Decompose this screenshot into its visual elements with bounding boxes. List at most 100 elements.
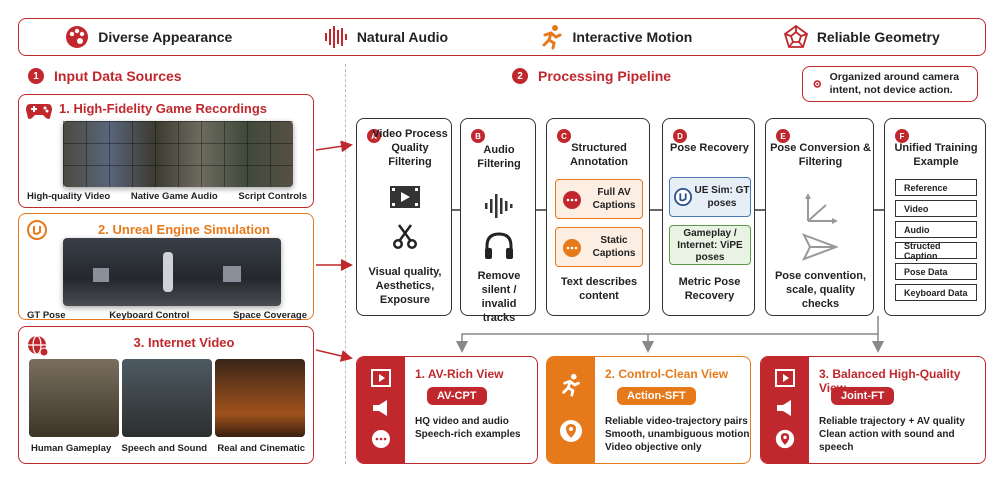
field-audio: Audio	[895, 221, 977, 238]
source-captions: GT Pose Keyboard Control Space Coverage	[27, 310, 307, 321]
banner-label: Diverse Appearance	[98, 29, 233, 45]
stage-desc: Metric Pose Recovery	[678, 276, 741, 302]
caption: Script Controls	[238, 191, 307, 202]
caption: Keyboard Control	[109, 310, 190, 321]
source-captions: High-quality Video Native Game Audio Scr…	[27, 191, 307, 202]
banner-label: Reliable Geometry	[816, 29, 940, 45]
field-caption: Structed Caption	[895, 241, 977, 261]
view-icon-strip	[357, 357, 405, 463]
view-line: Reliable trajectory + AV quality	[819, 416, 965, 427]
film-icon	[371, 369, 391, 387]
thumbnail-speech-sound	[122, 359, 212, 437]
source-internet-video: 3. Internet Video Human Gameplay Speech …	[18, 326, 314, 464]
target-icon	[813, 80, 822, 88]
stage-desc: Remove silent / invalid tracks	[477, 270, 521, 324]
view-line: Reliable video-trajectory pairs	[605, 416, 748, 427]
speech-bubble-icon	[372, 430, 390, 448]
location-pin-icon	[775, 429, 795, 449]
view-icon-strip	[547, 357, 595, 463]
stage-title: Audio Filtering	[477, 144, 521, 170]
stage-desc: Text describes content	[560, 276, 638, 302]
unreal-logo-icon	[674, 188, 692, 206]
caption: Speech and Sound	[121, 443, 208, 454]
camera-intent-note: Organized around camera intent, not devi…	[802, 66, 978, 102]
stage-d-pose-recovery: D Pose Recovery UE Sim: GT poses Gamepla…	[662, 118, 755, 316]
note-text: Organized around camera intent, not devi…	[829, 71, 960, 96]
megaphone-icon	[373, 400, 387, 416]
source-title: 2. Unreal Engine Simulation	[98, 222, 270, 237]
static-captions-box: Static Captions	[555, 227, 643, 267]
stage-title: Structured Annotation	[569, 142, 629, 168]
field-pose: Pose Data	[895, 263, 977, 280]
section-number: 2	[512, 68, 528, 84]
ue-sim-box: UE Sim: GT poses	[669, 177, 751, 217]
training-fields: Reference Video Audio Structed Caption P…	[895, 179, 977, 301]
gamepad-icon	[26, 104, 52, 119]
source-title: 3. Internet Video	[133, 335, 235, 350]
stage-desc: Visual quality, Aesthetics, Exposure	[368, 266, 442, 306]
caption: Native Game Audio	[130, 191, 218, 202]
source-title: 1. High-Fidelity Game Recordings	[59, 101, 268, 116]
pipeline-header: 2 Processing Pipeline	[512, 68, 671, 84]
thumbnail-human-gameplay	[29, 359, 119, 437]
pipeline-header-label: Processing Pipeline	[538, 68, 672, 84]
stage-a-video-filtering: A Video Process Quality Filtering Visual…	[356, 118, 452, 316]
thumbnail-real-cinematic	[215, 359, 305, 437]
waveform-icon	[485, 194, 513, 218]
stage-letter: E	[776, 129, 790, 143]
banner-label: Interactive Motion	[572, 29, 693, 45]
location-pin-icon	[560, 420, 582, 442]
stage-title: Pose Recovery	[670, 142, 749, 154]
vipe-poses-box: Gameplay / Internet: ViPE poses	[669, 225, 751, 265]
paper-plane-icon	[802, 233, 838, 261]
film-icon	[775, 369, 795, 387]
scissors-icon	[393, 224, 417, 249]
headphones-icon	[485, 232, 513, 259]
section-number: 1	[28, 68, 44, 84]
axes-icon	[805, 193, 838, 224]
stage-title: Video Process Quality Filtering	[372, 128, 448, 168]
full-av-captions-box: Full AV Captions	[555, 179, 643, 219]
stage-f-unified-example: F Unified Training Example Reference Vid…	[884, 118, 986, 316]
stage-title: Unified Training Example	[894, 142, 978, 168]
source-unreal-engine: 2. Unreal Engine Simulation GT Pose Keyb…	[18, 213, 314, 321]
speech-bubble-icon	[563, 239, 581, 257]
running-figure-icon	[562, 373, 580, 397]
palette-icon	[66, 26, 89, 48]
view-control-clean: 2. Control-Clean View Action-SFT Reliabl…	[546, 356, 751, 464]
stage-title: Pose Conversion & Filtering	[770, 142, 871, 168]
stage-letter: F	[895, 129, 909, 143]
running-figure-icon	[542, 25, 562, 50]
source-captions: Human Gameplay Speech and Sound Real and…	[31, 443, 305, 454]
sources-header-label: Input Data Sources	[54, 68, 182, 84]
view-balanced: 3. Balanced High-Quality View Joint-FT R…	[760, 356, 986, 464]
stage-b-audio-filtering: B Audio Filtering Remove silent / invali…	[460, 118, 536, 324]
banner-item-geometry: Reliable Geometry	[783, 24, 940, 50]
polyhedron-icon	[783, 24, 808, 48]
banner-label: Natural Audio	[356, 29, 449, 45]
caption: GT Pose	[27, 310, 66, 321]
view-line: Clean action with sound and speech	[819, 429, 955, 453]
game-thumbnail-grid	[63, 121, 293, 187]
view-icon-strip	[761, 357, 809, 463]
stage-e-pose-conversion: E Pose Conversion & Filtering Pose conve…	[765, 118, 874, 316]
view-pill: Joint-FT	[831, 387, 895, 405]
sources-header: 1 Input Data Sources	[28, 68, 182, 84]
stage-c-structured-annotation: C Structured Annotation Full AV Captions…	[546, 118, 650, 316]
box-label: UE Sim: GT poses	[694, 185, 750, 209]
feature-banner: Diverse Appearance Natural Audio Interac…	[18, 18, 986, 56]
stage-letter: B	[471, 129, 485, 143]
film-icon	[390, 186, 420, 208]
stage-letter: C	[557, 129, 571, 143]
view-line: Video objective only	[605, 442, 702, 453]
unreal-scene-thumbnail	[63, 238, 281, 306]
banner-item-appearance: Diverse Appearance	[64, 24, 232, 50]
field-reference: Reference	[895, 179, 977, 196]
view-line: Speech-rich examples	[415, 429, 521, 440]
caption: Human Gameplay	[31, 443, 112, 454]
view-av-rich: 1. AV-Rich View AV-CPT HQ video and audi…	[356, 356, 538, 464]
caption: Space Coverage	[233, 310, 307, 321]
box-label: Full AV Captions	[592, 187, 636, 211]
view-pill: AV-CPT	[427, 387, 487, 405]
